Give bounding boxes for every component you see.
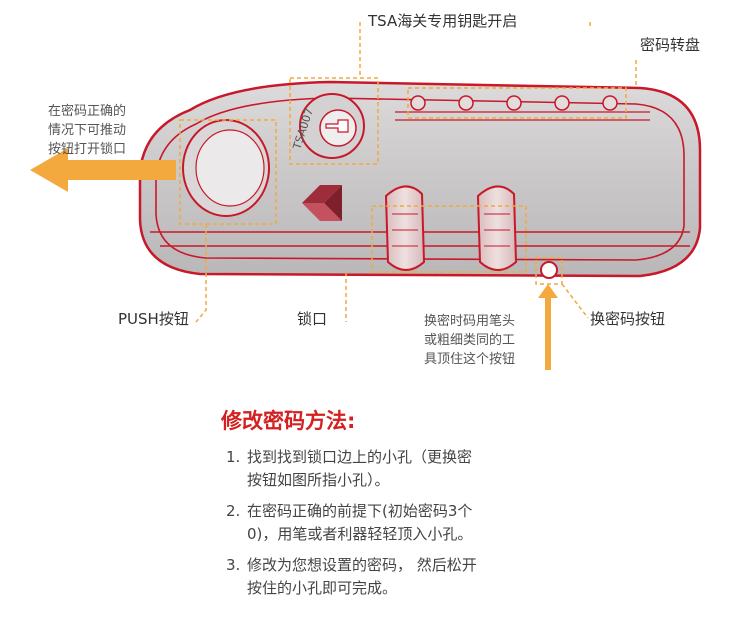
step-text: 找到找到锁口边上的小孔（更换密 按钮如图所指小孔）。 — [247, 446, 556, 492]
reset-pointer-arrow — [538, 284, 558, 370]
combination-wheel-2[interactable] — [476, 185, 518, 271]
reset-hint-line-1: 换密时码用笔头 — [424, 314, 516, 329]
step-number: 3. — [226, 556, 241, 574]
reset-pinhole[interactable] — [540, 261, 558, 279]
lock-port-label: 锁口 — [297, 310, 328, 328]
tsa-key-label: TSA海关专用钥匙开启 — [368, 12, 518, 30]
method-step: 2. 在密码正确的前提下(初始密码3个 0)，用笔或者利器轻轻顶入小孔。 — [226, 500, 556, 546]
lock-top-ridge — [395, 111, 650, 121]
step-text-line: 修改为您想设置的密码， 然后松开 — [247, 556, 477, 574]
method-step: 1. 找到找到锁口边上的小孔（更换密 按钮如图所指小孔）。 — [226, 446, 556, 492]
combination-wheel-1[interactable] — [384, 185, 426, 271]
brand-logo — [302, 185, 342, 221]
step-text-line: 按住的小孔即可完成。 — [247, 579, 398, 597]
method-steps: 1. 找到找到锁口边上的小孔（更换密 按钮如图所指小孔）。 2. 在密码正确的前… — [226, 446, 556, 608]
step-text-line: 0)，用笔或者利器轻轻顶入小孔。 — [247, 525, 473, 543]
push-hint-line-2: 情况下可推动 — [48, 123, 127, 138]
reset-hint-line-3: 具顶住这个按钮 — [424, 352, 516, 367]
method-title: 修改密码方法: — [221, 409, 356, 433]
step-text-line: 按钮如图所指小孔）。 — [247, 471, 390, 489]
tsa-keyhole-slot — [325, 119, 349, 133]
reset-button-label: 换密码按钮 — [590, 310, 666, 328]
step-number: 2. — [226, 502, 241, 520]
step-number: 1. — [226, 448, 241, 466]
push-hint: 在密码正确的 情况下可推动 按钮打开锁口 — [48, 102, 126, 159]
push-hint-line-1: 在密码正确的 — [48, 104, 127, 119]
push-direction-arrow — [30, 148, 176, 192]
step-text-line: 在密码正确的前提下(初始密码3个 — [247, 502, 473, 520]
reset-hint-line-2: 或粗细类同的工 — [424, 333, 516, 348]
reset-hint: 换密时码用笔头 或粗细类同的工 具顶住这个按钮 — [424, 312, 515, 369]
dial-ridge — [410, 95, 618, 111]
dial-label: 密码转盘 — [640, 36, 701, 54]
push-button-face — [195, 129, 265, 207]
step-text: 修改为您想设置的密码， 然后松开 按住的小孔即可完成。 — [247, 554, 556, 600]
method-step: 3. 修改为您想设置的密码， 然后松开 按住的小孔即可完成。 — [226, 554, 556, 600]
step-text: 在密码正确的前提下(初始密码3个 0)，用笔或者利器轻轻顶入小孔。 — [247, 500, 556, 546]
callout-boxes — [179, 77, 627, 285]
step-text-line: 找到找到锁口边上的小孔（更换密 — [247, 448, 473, 466]
push-button-label: PUSH按钮 — [118, 310, 189, 328]
callout-lines — [195, 22, 637, 323]
push-hint-line-3: 按钮打开锁口 — [48, 142, 127, 157]
